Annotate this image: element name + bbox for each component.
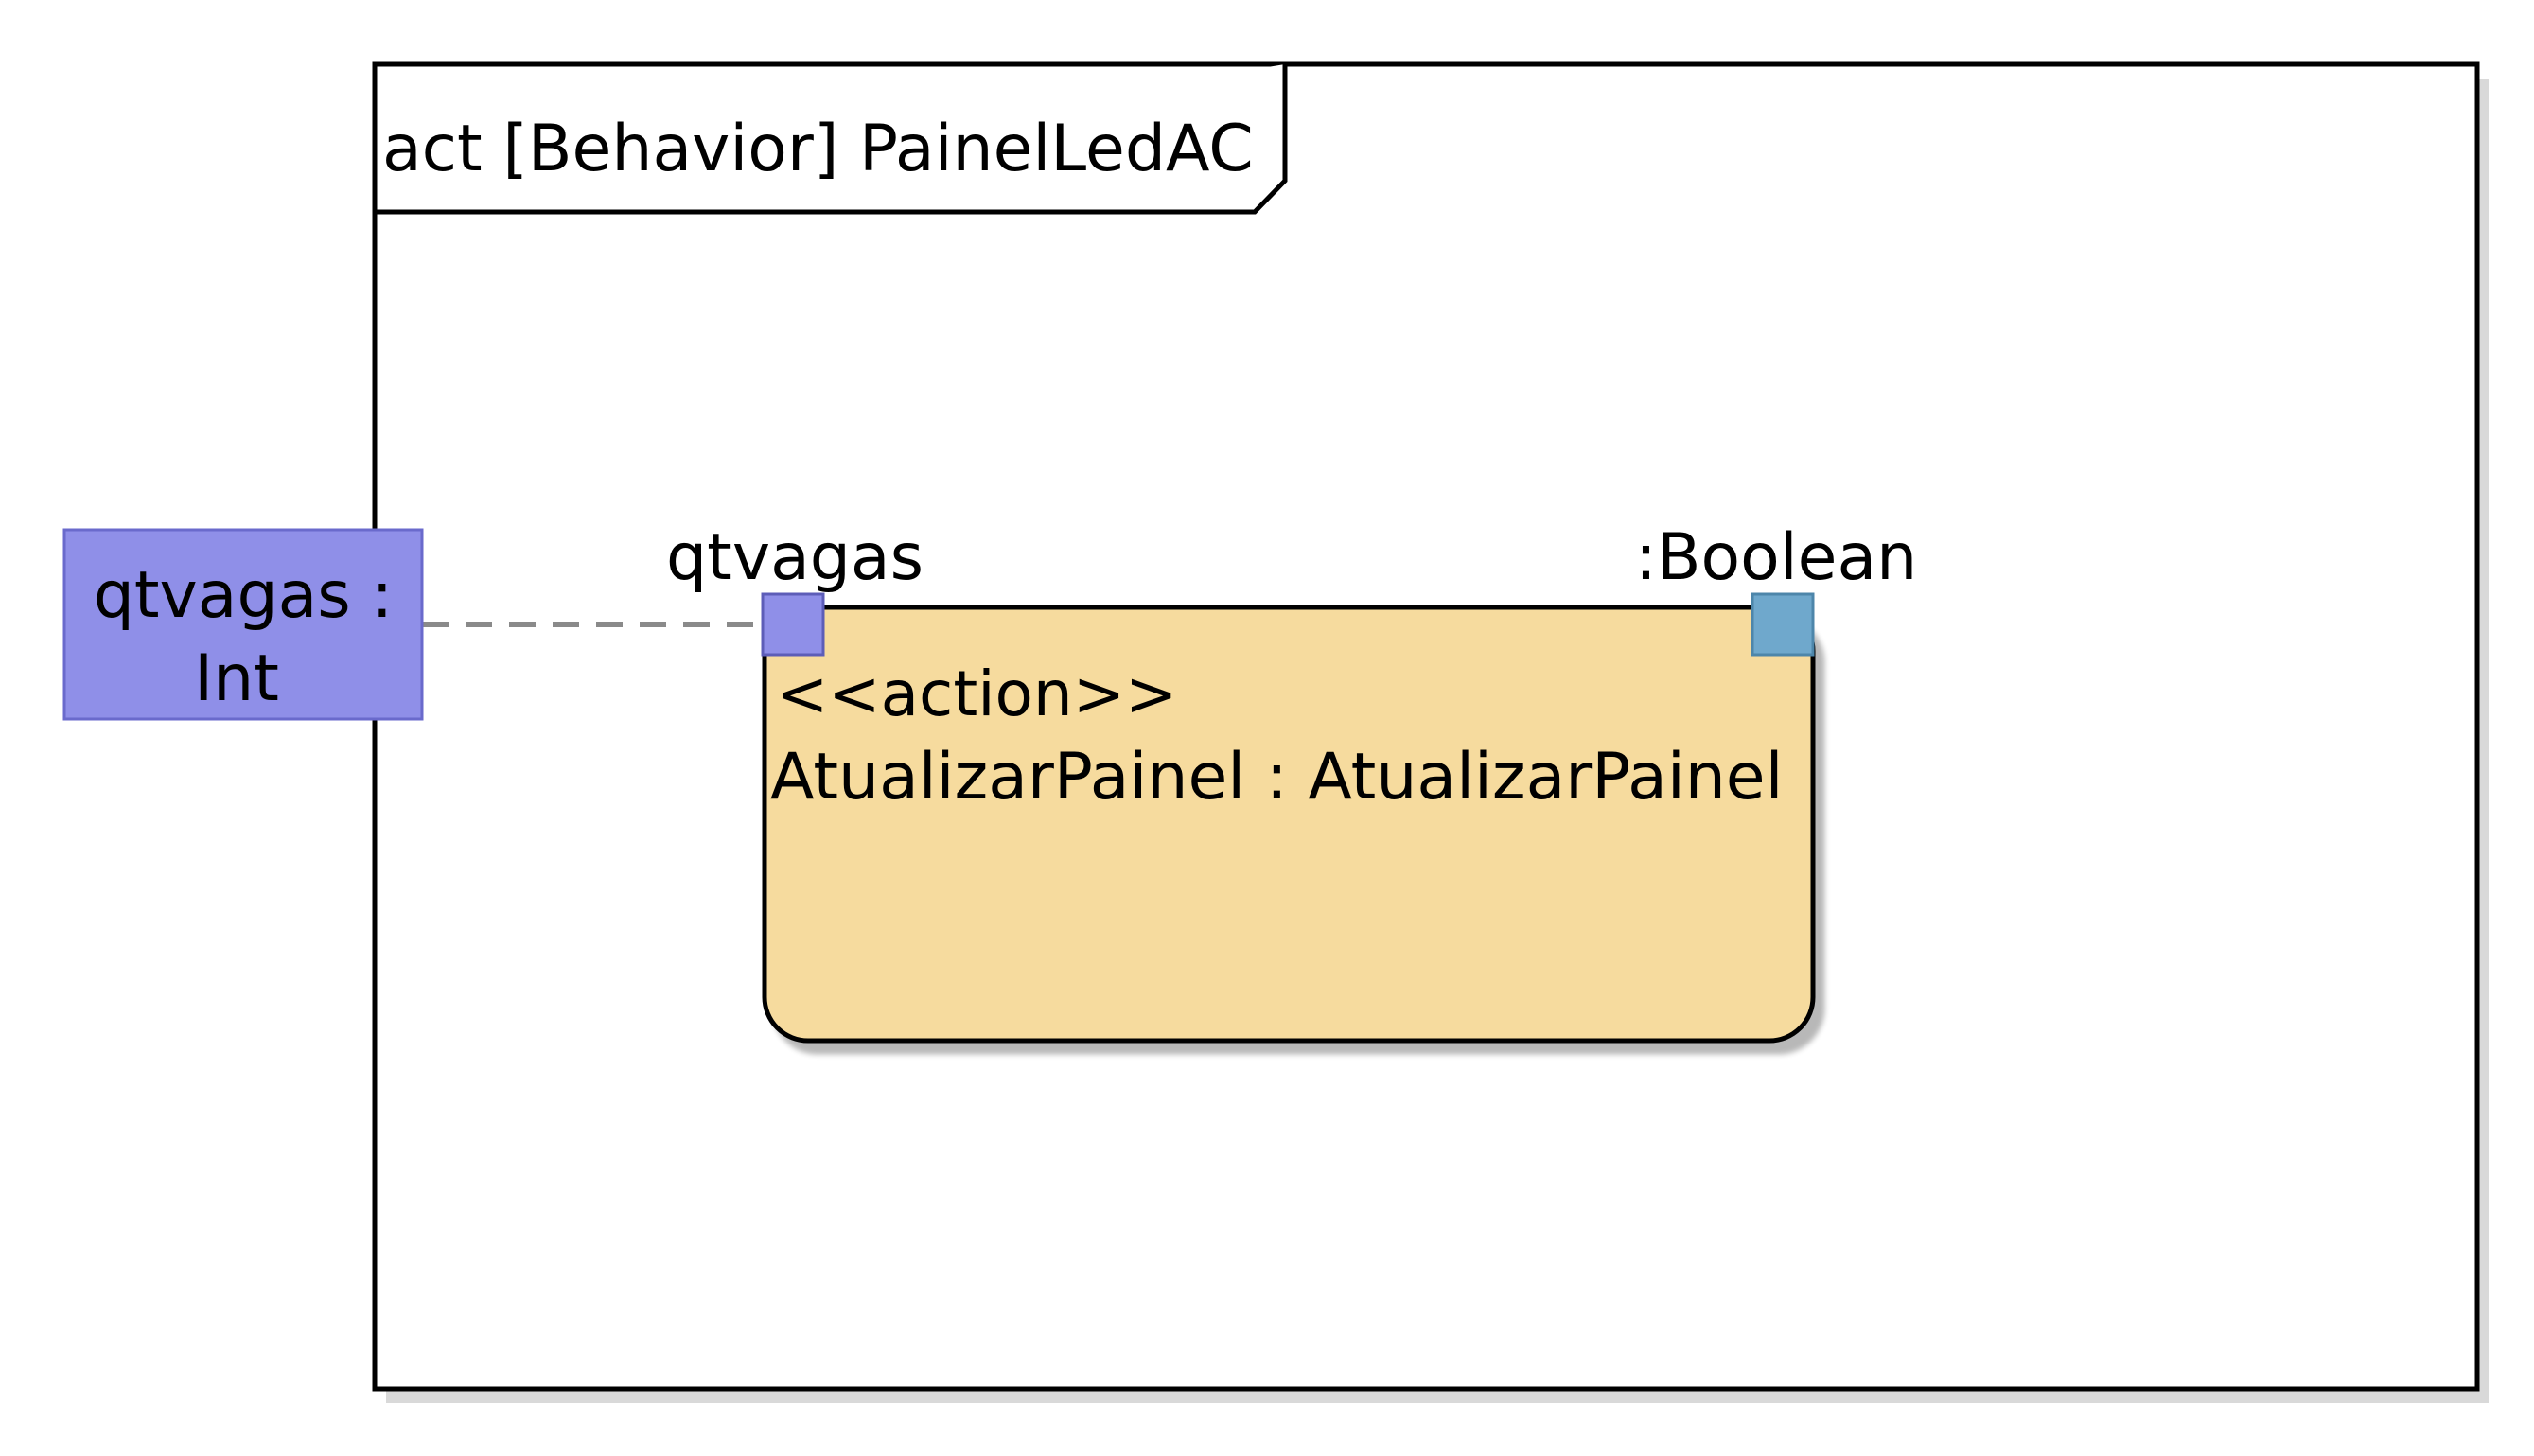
- frame-title-tab: [375, 64, 1288, 215]
- parameter-box: [62, 528, 424, 721]
- input-pin-label: qtvagas: [666, 520, 924, 595]
- input-pin-square: [761, 592, 825, 657]
- input-pin[interactable]: qtvagas: [666, 520, 924, 657]
- frame-title: act [Behavior] PainelLedAC: [382, 112, 1254, 186]
- output-pin-label: :Boolean: [1635, 520, 1917, 595]
- action-name: AtualizarPainel : AtualizarPainel: [770, 740, 1784, 815]
- activity-parameter-node[interactable]: qtvagas : Int: [62, 528, 424, 721]
- action-stereotype: <<action>>: [776, 658, 1177, 730]
- parameter-type: Int: [194, 641, 279, 716]
- output-pin[interactable]: :Boolean: [1635, 520, 1917, 657]
- action-box: [762, 605, 1816, 1044]
- action-node[interactable]: <<action>> AtualizarPainel : AtualizarPa…: [762, 605, 1816, 1044]
- parameter-name: qtvagas :: [94, 558, 394, 633]
- output-pin-square: [1751, 592, 1815, 657]
